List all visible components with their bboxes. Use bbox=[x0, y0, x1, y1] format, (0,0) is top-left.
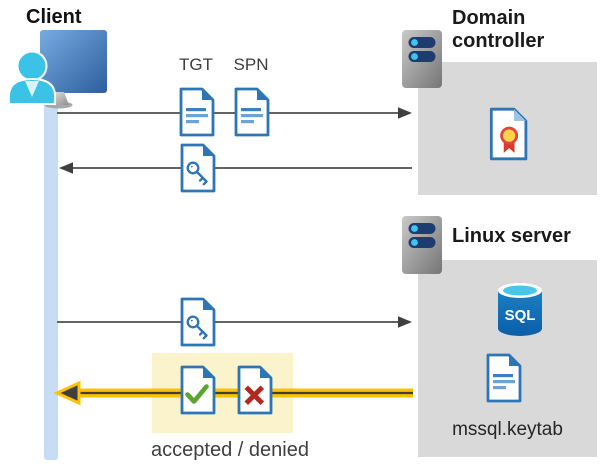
arrow-client-to-dc bbox=[57, 107, 412, 119]
client-lifeline bbox=[44, 96, 58, 460]
key-document-icon bbox=[180, 143, 216, 193]
arrow-dc-to-client bbox=[59, 162, 412, 174]
key-document-icon bbox=[180, 297, 216, 347]
client-computer-icon bbox=[8, 30, 107, 109]
tgt-document-icon bbox=[179, 87, 215, 137]
linux-server-icon bbox=[402, 216, 442, 274]
check-document-icon bbox=[180, 365, 216, 415]
spn-document-icon bbox=[234, 87, 270, 137]
arrow-linux-to-client-result bbox=[53, 380, 413, 406]
cross-document-icon bbox=[237, 365, 273, 415]
person-icon bbox=[8, 50, 56, 105]
sql-database-icon: SQL bbox=[498, 283, 542, 336]
keytab-document-icon bbox=[486, 353, 522, 403]
certificate-document-icon bbox=[489, 107, 528, 161]
domain-controller-server-icon bbox=[402, 30, 442, 88]
sql-badge-text: SQL bbox=[505, 307, 536, 324]
arrow-client-to-linux bbox=[57, 316, 412, 328]
